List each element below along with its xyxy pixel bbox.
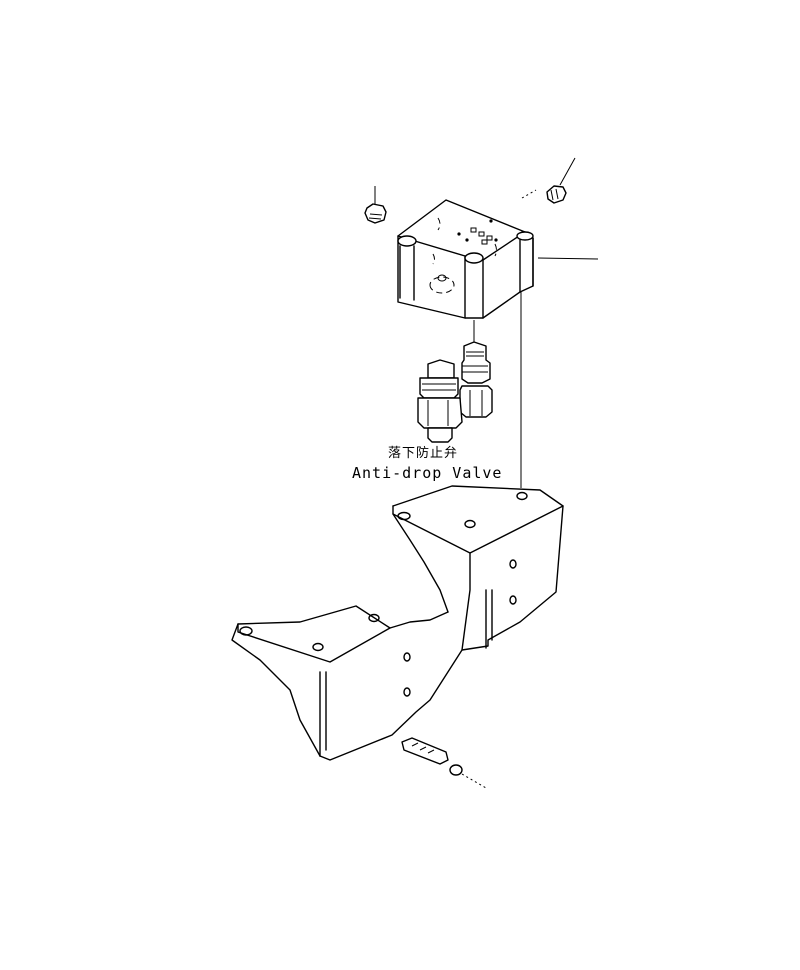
valve-block-port-mark [437,274,447,282]
part-name-cn: 落下防止弁 [388,445,458,461]
bracket-hole-6 [239,626,253,636]
bracket-left-web [392,513,449,613]
plug-left [364,203,387,224]
bracket-hole-4 [509,559,517,569]
bracket-hole-5 [509,595,517,605]
valve-block-boss-left [399,245,415,301]
valve-block-boss-right [519,237,534,293]
fitting-small-nut-flats [469,390,483,416]
bracket-hole-3 [516,491,528,501]
fitting-small-threads [462,351,488,373]
bracket-arm-rib [319,671,327,757]
fitting-large-tip [427,359,455,379]
leader-line-valve-block [537,257,599,260]
bracket-arm-top [237,623,391,663]
fitting-large-stub [427,427,453,443]
bracket-hole-1 [397,511,411,521]
fitting-large-hex-flats [427,400,449,426]
plug-left-thread [368,213,383,220]
plug-dotted-axis [521,189,537,199]
bracket-arm [231,605,449,757]
plug-right-body [546,185,567,204]
bracket-hole-2 [464,519,476,529]
bracket-hole-10 [403,687,411,697]
plug-right [546,185,567,204]
fitting-large-hex [417,397,463,429]
bottom-bolt-axis [461,773,487,789]
valve-block-hidden-port [429,276,455,294]
fitting-large-collar [419,377,459,399]
leader-line-right-plug [559,157,576,186]
part-name-en: Anti-drop Valve [352,464,502,482]
bottom-bolt-thread [411,742,435,754]
bracket-top-face [392,505,564,554]
fitting-small-body [461,341,491,384]
valve-block-hole-left [397,235,417,247]
bottom-bolt-body [401,737,449,765]
bracket-hole-9 [403,652,411,662]
bottom-bolt-washer [449,764,463,776]
fitting-small [459,341,493,418]
valve-block-top-ports [457,219,498,245]
bracket-hole-8 [368,613,380,623]
fitting-small-nut [459,385,493,418]
valve-block-hole-front [464,252,484,264]
bracket-rib-right [485,589,493,649]
bracket-outline-right [319,485,564,761]
valve-block-hole-right [516,231,534,241]
plug-right-thread [550,188,559,201]
mounting-bracket [231,485,564,761]
bracket-hole-7 [312,642,324,652]
bottom-bolt [401,737,487,789]
valve-block-hidden-bores [432,217,497,265]
valve-block-boss-front [464,255,484,319]
bracket-front-edge [461,552,471,651]
leader-lines [374,157,599,488]
fitting-large [417,359,463,443]
valve-block [397,199,534,319]
fitting-large-threads [422,383,456,391]
plug-left-body [364,203,387,224]
